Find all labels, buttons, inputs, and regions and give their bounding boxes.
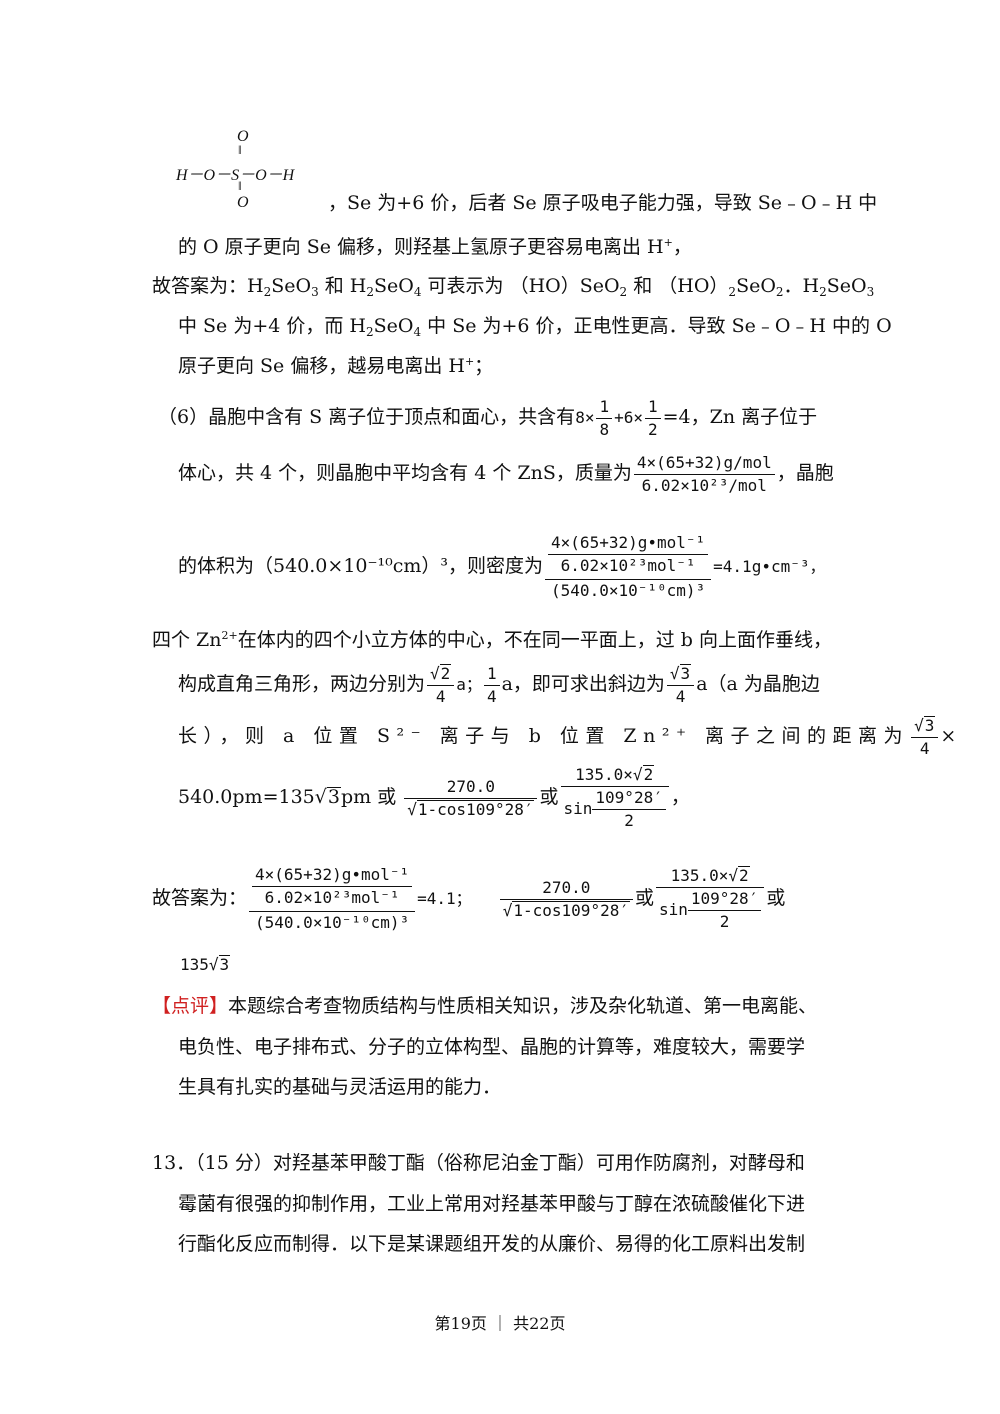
cos-fraction: 270.0√1-cos109°28′	[404, 776, 538, 821]
struct-double-bond-bottom: ‖	[238, 178, 242, 193]
expr-6x: +6×	[614, 408, 643, 427]
answer1-line1: 故答案为：H2SeO3 和 H2SeO4 可表示为 （HO）SeO2 和 （HO…	[152, 275, 875, 299]
comment-line3: 生具有扎实的基础与灵活运用的能力．	[178, 1076, 502, 1098]
p6-l3-text: 的体积为（540.0×10⁻¹⁰cm）³，则密度为	[178, 555, 544, 577]
sqrt3: √3	[314, 786, 341, 808]
q13-line1: 13．（15 分）对羟基苯甲酸丁酯（俗称尼泊金丁酯）可用作防腐剂，对酵母和	[152, 1152, 805, 1174]
p6-l2-text: 体心，共 4 个，则晶胞中平均含有 4 个 ZnS，质量为	[178, 462, 632, 484]
p6-l2-post: ，晶胞	[776, 462, 834, 484]
struct-top-o: O	[237, 128, 249, 145]
struct-bottom-o: O	[237, 194, 249, 211]
comment-tag: 【点评】	[152, 995, 229, 1017]
p1-line1: ，Se 为+6 价，后者 Se 原子吸电子能力强，导致 Se﹣O﹣H 中	[328, 192, 878, 214]
zn-line1: 四个 Zn2+在体内的四个小立方体的中心，不在同一平面上，过 b 向上面作垂线，	[152, 629, 832, 651]
struct-chain: H－O－S－O－H	[176, 167, 295, 184]
structural-formula: O ‖ H－O－S－O－H ‖ O	[176, 128, 326, 213]
answer2-last: 135√3	[180, 955, 231, 974]
answer-cos-fraction: 270.0√1-cos109°28′	[499, 877, 633, 922]
p6-l1-text: （6）晶胞中含有 S 离子位于顶点和面心，共含有	[158, 406, 576, 428]
comment-line2: 电负性、电子排布式、分子的立体构型、晶胞的计算等，难度较大，需要学	[178, 1036, 806, 1058]
answer1-line3: 原子更向 Se 偏移，越易电离出 H+；	[178, 355, 494, 377]
q13-line2: 霉菌有很强的抑制作用，工业上常用对羟基苯甲酸与丁醇在浓硫酸催化下进	[178, 1193, 806, 1215]
comment-line1: 【点评】本题综合考查物质结构与性质相关知识，涉及杂化轨道、第一电离能、	[152, 995, 818, 1017]
density-result: =4.1g•cm⁻³，	[713, 557, 826, 576]
page-footer: 第19页 ｜ 共22页	[434, 1314, 566, 1333]
q13-line3: 行酯化反应而制得．以下是某课题组开发的从廉价、易得的化工原料出发制	[178, 1233, 806, 1255]
p6-l1-post: =4，Zn 离子位于	[662, 406, 818, 428]
struct-double-bond-top: ‖	[238, 142, 242, 157]
expr-8x: 8×	[575, 408, 595, 427]
answer1-line2: 中 Se 为+4 价，而 H2SeO4 中 Se 为+6 价，正电性更高．导致 …	[178, 315, 892, 339]
p1-line2: 的 O 原子更向 Se 偏移，则羟基上氢原子更容易电离出 H+，	[178, 236, 692, 258]
